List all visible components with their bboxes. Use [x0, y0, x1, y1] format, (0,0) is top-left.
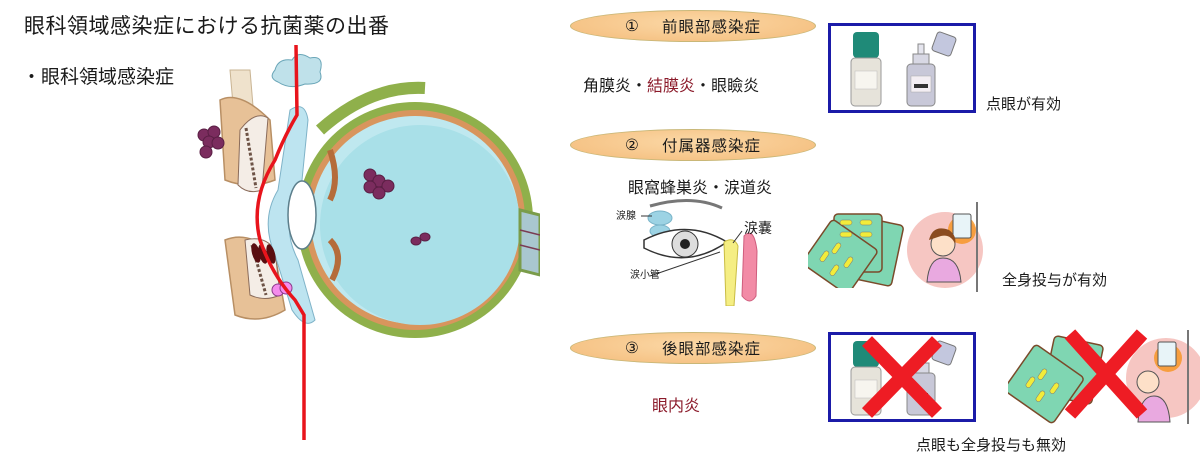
section-2-result: 全身投与が有効 [1002, 271, 1108, 289]
section-number: ③ [625, 339, 640, 357]
section-1-diseases: 角膜炎・結膜炎・眼瞼炎 [583, 72, 759, 96]
eye-drops-icon [850, 31, 957, 107]
label-lacrimal-gland: 涙腺 [616, 211, 636, 222]
label-lacrimal-sac: 涙嚢 [744, 221, 772, 237]
section-3-result: 点眼も全身投与も無効 [916, 436, 1067, 454]
section-title: 前眼部感染症 [661, 18, 761, 36]
section-2-heading: ② 付属器感染症 [570, 129, 816, 161]
section-title: 付属器感染症 [661, 137, 761, 155]
slide-title: 眼科領域感染症における抗菌薬の出番 [24, 14, 390, 38]
label-lacrimal-canaliculus: 涙小管 [630, 270, 660, 281]
section-2-diseases: 眼窩蜂巣炎・涙道炎 [628, 178, 773, 197]
nurse-iv-icon [907, 202, 983, 292]
lacrimal-anatomy-diagram: 涙腺 涙小管 涙嚢 [612, 196, 808, 307]
section-number: ① [625, 17, 640, 35]
eye-cross-section-diagram [180, 40, 542, 450]
systemic-crossed-image [1004, 326, 1200, 424]
section-1-result: 点眼が有効 [986, 95, 1062, 113]
iv-drip-nurse-image [907, 200, 999, 292]
disease-conjunctivitis: 結膜炎 [647, 76, 696, 95]
section-3-diseases: 眼内炎 [652, 396, 701, 415]
cross-mark-icon [1064, 329, 1148, 419]
lacrimal-system-illustration [641, 198, 758, 307]
eye-anatomy-illustration [197, 44, 542, 440]
separator: ・ [631, 76, 648, 95]
eye-drops-icon [850, 340, 957, 416]
section-title: 後眼部感染症 [661, 340, 761, 358]
eye-drops-image [828, 23, 976, 113]
eye-drops-crossed-image [828, 332, 976, 422]
pill-blister-icon [802, 213, 904, 295]
section-number: ② [625, 136, 640, 154]
tablets-image [802, 208, 908, 295]
systemic-therapy-icon [1004, 329, 1200, 424]
disease-blepharitis: 眼瞼炎 [711, 76, 760, 95]
bullet-item: ・眼科領域感染症 [22, 66, 175, 88]
separator: ・ [695, 76, 712, 95]
disease-keratitis: 角膜炎 [583, 76, 632, 95]
section-1-heading: ① 前眼部感染症 [570, 10, 816, 42]
section-3-heading: ③ 後眼部感染症 [570, 332, 816, 364]
anterior-posterior-divider [255, 44, 306, 440]
